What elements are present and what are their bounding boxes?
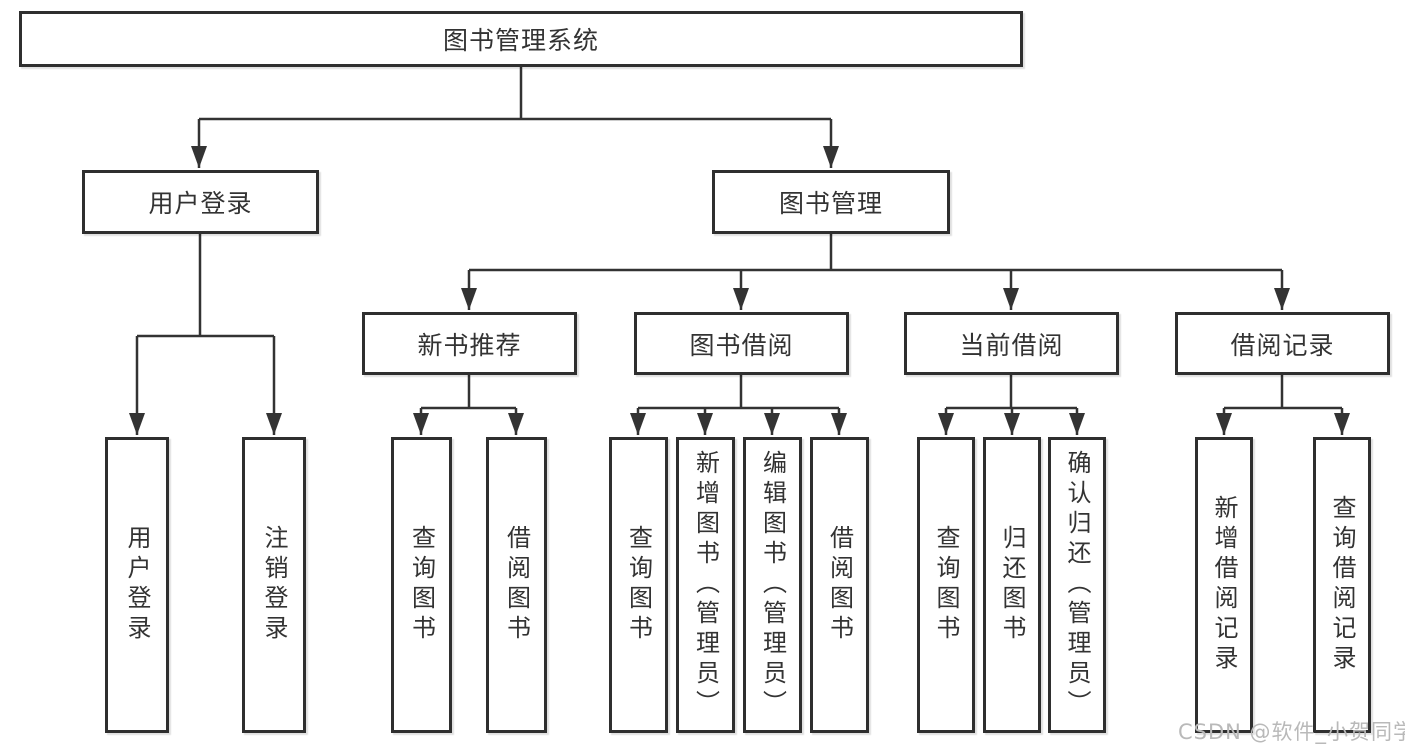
node-return-books: 归还图书 <box>983 437 1041 733</box>
node-label: 借阅图书 <box>825 525 854 645</box>
node-label: 图书借阅 <box>689 330 794 360</box>
node-label: 归还图书 <box>998 525 1026 645</box>
node-label: 当前借阅 <box>959 330 1064 360</box>
node-edit-books-admin: 编辑图书（管理员） <box>743 437 802 733</box>
node-label: 借阅图书 <box>502 525 531 645</box>
node-borrow-books: 借阅图书 <box>810 437 869 733</box>
node-query-books-rec: 查询图书 <box>391 437 452 733</box>
node-label: 图书管理系统 <box>442 26 599 55</box>
node-label: 用户登录 <box>123 525 151 645</box>
node-label: 查询借阅记录 <box>1328 495 1356 675</box>
node-label: 查询图书 <box>932 525 960 645</box>
node-user-login: 用户登录 <box>82 170 319 234</box>
node-query-books-current: 查询图书 <box>917 437 975 733</box>
node-query-borrow-record: 查询借阅记录 <box>1313 437 1371 733</box>
node-borrowing-records: 借阅记录 <box>1175 312 1390 375</box>
node-label: 新增借阅记录 <box>1210 495 1238 675</box>
node-query-books-borrow: 查询图书 <box>609 437 668 733</box>
node-user-login-leaf: 用户登录 <box>105 437 169 733</box>
node-label: 借阅记录 <box>1230 330 1335 360</box>
node-label: 注销登录 <box>260 525 288 645</box>
node-label: 新书推荐 <box>417 330 522 360</box>
node-current-borrowing: 当前借阅 <box>904 312 1119 375</box>
node-borrow-books-rec: 借阅图书 <box>486 437 547 733</box>
node-library-management-system: 图书管理系统 <box>19 11 1023 67</box>
node-add-borrow-record: 新增借阅记录 <box>1195 437 1253 733</box>
node-book-borrowing: 图书借阅 <box>634 312 849 375</box>
node-label: 查询图书 <box>407 525 436 645</box>
node-label: 用户登录 <box>148 189 253 218</box>
node-label: 查询图书 <box>624 525 653 645</box>
csdn-watermark: CSDN @软件_小贺同学 <box>1178 720 1405 744</box>
node-book-management: 图书管理 <box>712 170 950 234</box>
node-new-book-recommendation: 新书推荐 <box>362 312 577 375</box>
node-label: 编辑图书（管理员） <box>758 450 787 720</box>
node-add-books-admin: 新增图书（管理员） <box>676 437 735 733</box>
node-label: 图书管理 <box>778 189 883 218</box>
node-label: 确认归还（管理员） <box>1063 450 1091 720</box>
node-logout: 注销登录 <box>242 437 306 733</box>
node-label: 新增图书（管理员） <box>691 450 720 720</box>
node-confirm-return-admin: 确认归还（管理员） <box>1048 437 1106 733</box>
